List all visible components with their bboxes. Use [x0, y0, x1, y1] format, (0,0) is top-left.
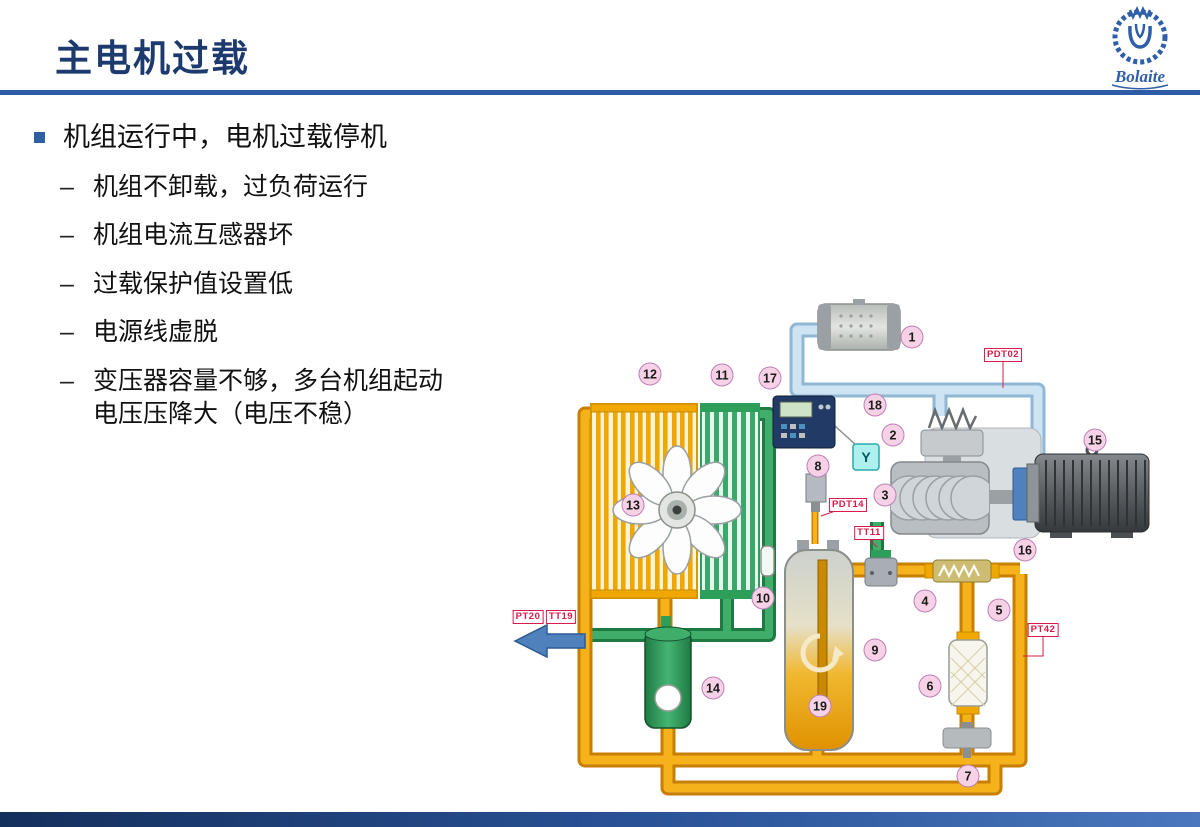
- bullet-block: 机组运行中，电机过载停机 –机组不卸载，过负荷运行–机组电流互感器坏–过载保护值…: [30, 120, 462, 432]
- callout-16: 16: [1013, 538, 1037, 562]
- sub-bullet-item: –机组不卸载，过负荷运行: [60, 171, 462, 205]
- callout-9: 9: [863, 638, 887, 662]
- screw-airend: [890, 461, 990, 535]
- bullet-square-marker: [34, 132, 45, 143]
- bolaite-logo: Bolaite: [1111, 6, 1169, 90]
- callout-6: 6: [918, 674, 942, 698]
- sub-bullet-text: 机组不卸载，过负荷运行: [93, 172, 369, 201]
- crown-icon: [1128, 6, 1152, 20]
- callout-2: 2: [881, 423, 905, 447]
- drain-valve: [942, 722, 992, 758]
- sub-bullet-item: –电源线虚脱: [60, 316, 462, 350]
- dash-marker: –: [60, 172, 74, 201]
- sub-bullet-item: –变压器容量不够，多台机组起动电压压降大（电压不稳）: [60, 365, 462, 432]
- main-bullet: 机组运行中，电机过载停机: [30, 120, 462, 156]
- compressor-schematic: Y: [505, 278, 1180, 813]
- dash-marker: –: [60, 318, 74, 347]
- tag-tt11: TT11: [854, 526, 884, 540]
- callout-4: 4: [913, 589, 937, 613]
- sub-bullet-text: 电源线虚脱: [93, 318, 219, 347]
- cooling-fan: [612, 445, 742, 575]
- callout-8: 8: [806, 454, 830, 478]
- dash-marker: –: [60, 366, 74, 395]
- air-pipes: [789, 322, 1046, 472]
- callout-14: 14: [701, 676, 725, 700]
- sight-glass: [760, 545, 775, 577]
- controller: [772, 395, 858, 449]
- callout-1: 1: [900, 325, 924, 349]
- main-bullet-text: 机组运行中，电机过载停机: [63, 122, 387, 152]
- footer-bar: [0, 812, 1200, 827]
- callout-7: 7: [956, 764, 980, 788]
- page-title: 主电机过载: [55, 38, 250, 79]
- callout-18: 18: [863, 393, 887, 417]
- line-filter: [948, 631, 988, 715]
- tag-pt20: PT20: [512, 610, 544, 624]
- logo-text: Bolaite: [1114, 67, 1166, 86]
- thermostatic-valve: [924, 559, 1000, 583]
- callout-5: 5: [987, 598, 1011, 622]
- main-motor: [1026, 443, 1150, 538]
- coupling: [989, 467, 1030, 521]
- solenoid-y-valve: Y: [852, 443, 880, 471]
- swirl-arrow-icon: [800, 633, 840, 673]
- sub-bullet-text: 变压器容量不够，多台机组起动电压压降大（电压不稳）: [93, 366, 444, 429]
- sub-bullet-text: 过载保护值设置低: [93, 269, 294, 298]
- callout-19: 19: [808, 694, 832, 718]
- callout-17: 17: [758, 366, 782, 390]
- air-filter: [817, 299, 901, 351]
- sub-bullet-item: –过载保护值设置低: [60, 268, 462, 302]
- callout-3: 3: [873, 483, 897, 507]
- callout-13: 13: [621, 493, 645, 517]
- callout-11: 11: [710, 363, 734, 387]
- callout-10: 10: [751, 586, 775, 610]
- sub-bullet-text: 机组电流互感器坏: [93, 221, 294, 250]
- callout-12: 12: [638, 362, 662, 386]
- scavenge-unit: [864, 550, 898, 587]
- sub-bullet-item: –机组电流互感器坏: [60, 219, 462, 253]
- dash-marker: –: [60, 221, 74, 250]
- tag-pdt02: PDT02: [983, 348, 1023, 362]
- sub-bullet-list: –机组不卸载，过负荷运行–机组电流互感器坏–过载保护值设置低–电源线虚脱–变压器…: [30, 171, 462, 432]
- oil-filter: [644, 616, 692, 729]
- tag-pdt14: PDT14: [828, 498, 868, 512]
- tag-pt42: PT42: [1027, 623, 1059, 637]
- compressor-diagram-svg: Y: [513, 299, 1150, 796]
- title-divider: [0, 90, 1200, 95]
- intake-valve: [920, 406, 984, 466]
- callout-15: 15: [1083, 428, 1107, 452]
- tag-tt19: TT19: [545, 610, 577, 624]
- air-outlet-arrow-icon: [513, 623, 586, 659]
- y-valve-label: Y: [861, 449, 871, 465]
- dash-marker: –: [60, 269, 74, 298]
